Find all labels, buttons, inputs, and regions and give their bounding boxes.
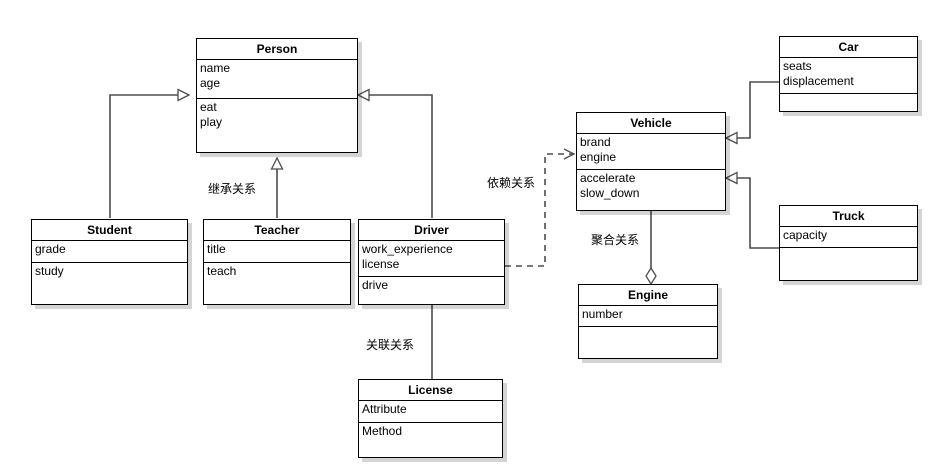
class-title-car: Car xyxy=(780,37,917,58)
method-item: study xyxy=(35,264,64,278)
class-title-vehicle: Vehicle xyxy=(577,113,725,134)
attribute-item: license xyxy=(362,257,400,271)
class-title-person: Person xyxy=(197,39,357,60)
class-box-car[interactable]: Car seats displacement xyxy=(779,36,918,112)
class-title-truck: Truck xyxy=(780,206,917,227)
attribute-item: brand xyxy=(580,135,611,149)
class-methods-car xyxy=(780,94,917,97)
method-item: accelerate xyxy=(580,171,636,185)
class-methods-license: Method xyxy=(359,423,502,441)
label-aggregation-relationship: 聚合关系 xyxy=(591,233,640,247)
class-box-license[interactable]: License Attribute Method xyxy=(358,379,503,458)
class-attributes-vehicle: brand engine xyxy=(577,134,725,170)
class-box-driver[interactable]: Driver work_experience license drive xyxy=(358,219,505,305)
attribute-item: title xyxy=(207,242,226,256)
class-attributes-person: name age xyxy=(197,60,357,99)
class-methods-vehicle: accelerate slow_down xyxy=(577,170,725,203)
class-methods-truck xyxy=(780,248,917,251)
label-association-relationship: 关联关系 xyxy=(366,338,415,352)
method-item: eat xyxy=(200,100,217,114)
class-title-engine: Engine xyxy=(579,285,717,306)
method-item: drive xyxy=(362,278,389,292)
class-attributes-teacher: title xyxy=(204,241,350,263)
class-title-student: Student xyxy=(32,220,187,241)
edge-car-to-vehicle xyxy=(726,81,779,138)
method-item: Method xyxy=(362,424,403,438)
edge-driver-to-vehicle xyxy=(505,154,574,267)
class-title-driver: Driver xyxy=(359,220,504,241)
class-box-person[interactable]: Person name age eat play xyxy=(196,38,358,153)
label-inheritance-relationship: 继承关系 xyxy=(208,182,257,196)
class-methods-person: eat play xyxy=(197,99,357,132)
method-item: play xyxy=(200,115,223,129)
method-item: teach xyxy=(207,264,237,278)
class-title-teacher: Teacher xyxy=(204,220,350,241)
attribute-item: name xyxy=(200,61,231,75)
class-box-engine[interactable]: Engine number xyxy=(578,284,718,359)
attribute-item: work_experience xyxy=(362,242,453,256)
edge-student-to-person xyxy=(109,95,189,218)
edge-truck-to-vehicle xyxy=(726,178,779,249)
attribute-item: capacity xyxy=(783,228,828,242)
class-attributes-license: Attribute xyxy=(359,401,502,423)
label-dependency-relationship: 依赖关系 xyxy=(487,176,536,190)
class-methods-teacher: teach xyxy=(204,263,350,281)
attribute-item: Attribute xyxy=(362,402,407,416)
class-attributes-truck: capacity xyxy=(780,227,917,248)
attribute-item: engine xyxy=(580,150,617,164)
class-methods-driver: drive xyxy=(359,277,504,295)
method-item: slow_down xyxy=(580,186,640,200)
attribute-item: number xyxy=(582,307,623,321)
class-title-license: License xyxy=(359,380,502,401)
attribute-item: displacement xyxy=(783,74,854,88)
class-box-student[interactable]: Student grade study xyxy=(31,219,188,305)
edge-driver-to-person xyxy=(358,95,433,218)
class-box-vehicle[interactable]: Vehicle brand engine accelerate slow_dow… xyxy=(576,112,726,211)
class-attributes-car: seats displacement xyxy=(780,58,917,94)
attribute-item: grade xyxy=(35,242,66,256)
class-box-truck[interactable]: Truck capacity xyxy=(779,205,918,281)
class-attributes-engine: number xyxy=(579,306,717,327)
class-methods-student: study xyxy=(32,263,187,281)
class-box-teacher[interactable]: Teacher title teach xyxy=(203,219,351,305)
class-attributes-student: grade xyxy=(32,241,187,263)
class-attributes-driver: work_experience license xyxy=(359,241,504,277)
attribute-item: age xyxy=(200,76,221,90)
class-methods-engine xyxy=(579,327,717,330)
attribute-item: seats xyxy=(783,59,812,73)
